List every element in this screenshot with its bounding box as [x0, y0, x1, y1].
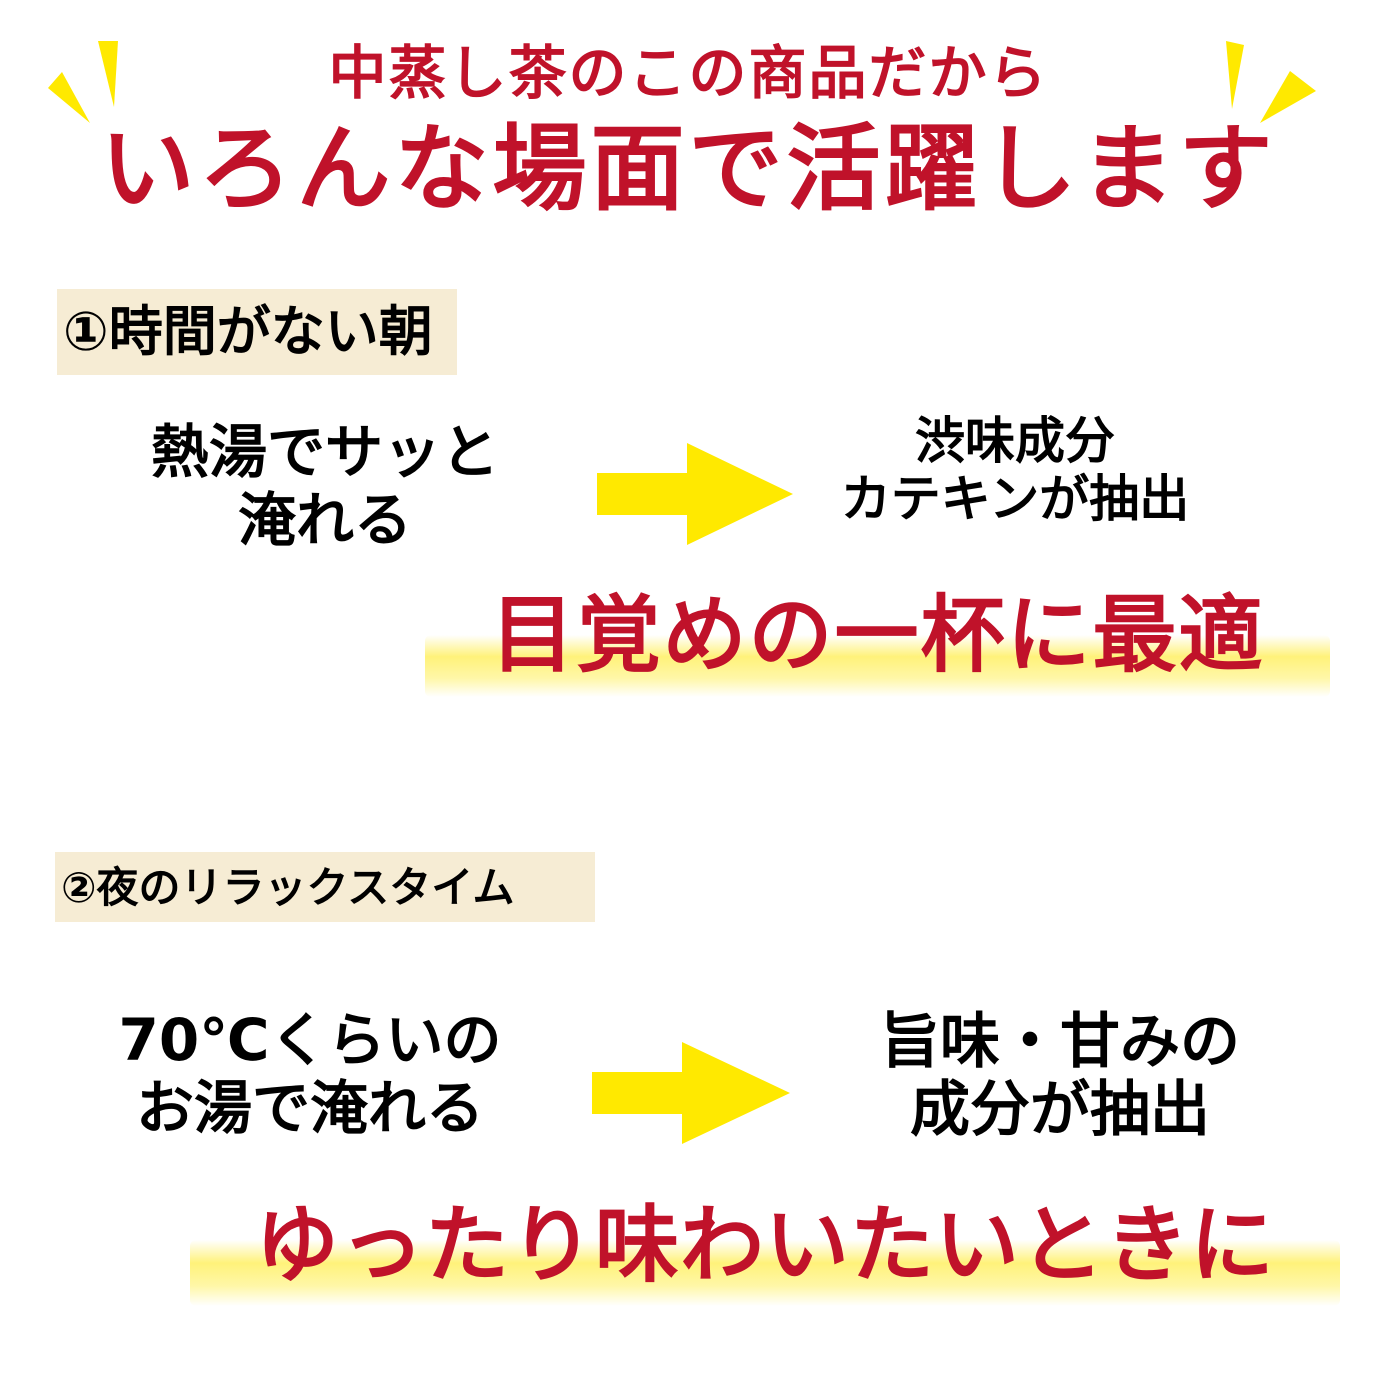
section-1-result-line-2: カテキンが抽出: [840, 470, 1190, 528]
section-2-result: 旨味・甘みの 成分が抽出: [850, 1008, 1270, 1144]
section-1-result-line-1: 渋味成分: [915, 412, 1115, 470]
section-1-highlight-banner: 目覚めの一杯に最適: [425, 585, 1330, 710]
section-2-highlight-text: ゆったり味わいたいときに: [254, 1196, 1275, 1294]
section-1-method-line-2: 淹れる: [237, 486, 412, 554]
right-arrow-icon: [597, 443, 793, 545]
section-1-highlight-text: 目覚めの一杯に最適: [490, 586, 1265, 684]
section-2-result-line-2: 成分が抽出: [910, 1075, 1210, 1145]
header-title: いろんな場面で活躍します: [100, 115, 1277, 224]
section-2-result-line-1: 旨味・甘みの: [880, 1007, 1240, 1077]
sparkle-left-icon: [48, 41, 118, 123]
sparkle-right-icon: [1226, 41, 1316, 123]
highlight-brush-stroke: [190, 1240, 1340, 1306]
section-2-highlight-banner: ゆったり味わいたいときに: [190, 1195, 1340, 1320]
section-1-label: ①時間がない朝: [57, 289, 457, 375]
highlight-brush-stroke: [425, 635, 1330, 697]
header-subtitle: 中蒸し茶のこの商品だから: [328, 39, 1049, 107]
section-1-method: 熱湯でサッと 淹れる: [120, 418, 530, 554]
section-1-method-line-1: 熱湯でサッと: [150, 418, 499, 486]
section-1-result: 渋味成分 カテキンが抽出: [800, 412, 1230, 528]
section-2-method: 70℃くらいの お湯で淹れる: [100, 1006, 520, 1142]
section-2-method-line-1: 70℃くらいの: [118, 1006, 502, 1074]
section-2-method-line-2: お湯で淹れる: [135, 1074, 484, 1142]
right-arrow-icon: [592, 1042, 790, 1144]
section-2-label: ②夜のリラックスタイム: [55, 852, 595, 922]
